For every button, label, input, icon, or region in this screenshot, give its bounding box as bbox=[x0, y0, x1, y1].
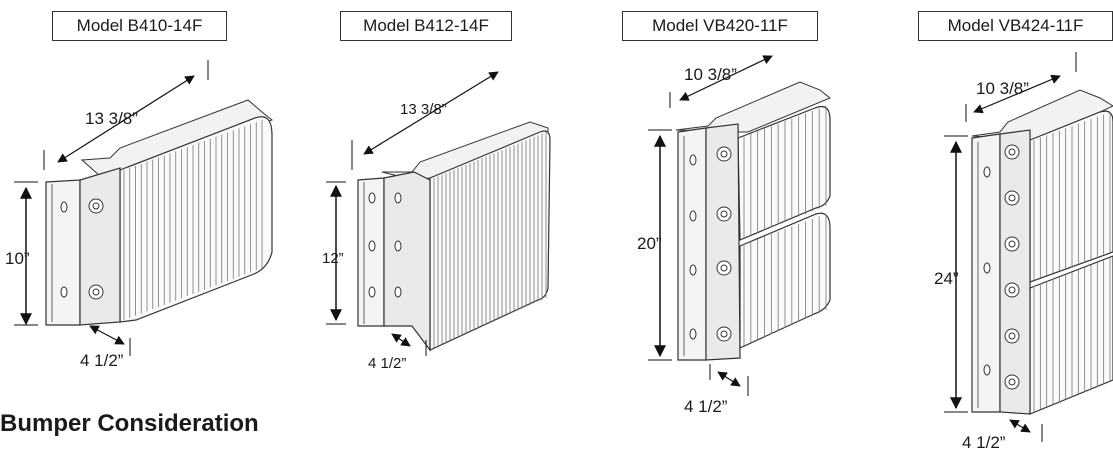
bumper-b410-drawing: 13 3/8” 10” 4 1/2” bbox=[5, 60, 274, 370]
vb424-length-dimension: 10 3/8” bbox=[976, 79, 1029, 98]
bumper-b412-drawing: 13 3/8” 12” 4 1/2” bbox=[322, 71, 551, 372]
vb424-depth-dimension: 4 1/2” bbox=[962, 433, 1006, 452]
model-label-vb420: Model VB420-11F bbox=[622, 11, 818, 41]
b410-height-dimension: 10” bbox=[5, 249, 30, 268]
model-label-b410: Model B410-14F bbox=[52, 11, 227, 41]
b412-height-dimension: 12” bbox=[322, 250, 344, 267]
bumper-vb420-drawing: 10 3/8” 20” 4 1/2” bbox=[637, 55, 831, 416]
b412-depth-dimension: 4 1/2” bbox=[368, 355, 406, 372]
vb420-depth-dimension: 4 1/2” bbox=[684, 397, 728, 416]
vb420-height-dimension: 20” bbox=[637, 234, 662, 253]
b410-length-dimension: 13 3/8” bbox=[85, 109, 138, 128]
vb424-height-dimension: 24” bbox=[934, 269, 959, 288]
vb420-length-dimension: 10 3/8” bbox=[684, 65, 737, 84]
model-label-b412: Model B412-14F bbox=[340, 11, 512, 41]
bumper-vb424-drawing: 10 3/8” 24” 4 1/2” bbox=[934, 52, 1113, 452]
model-label-vb424: Model VB424-11F bbox=[918, 11, 1113, 41]
b412-length-dimension: 13 3/8” bbox=[400, 101, 447, 118]
section-heading: Bumper Consideration bbox=[0, 410, 259, 437]
b410-depth-dimension: 4 1/2” bbox=[80, 351, 124, 370]
